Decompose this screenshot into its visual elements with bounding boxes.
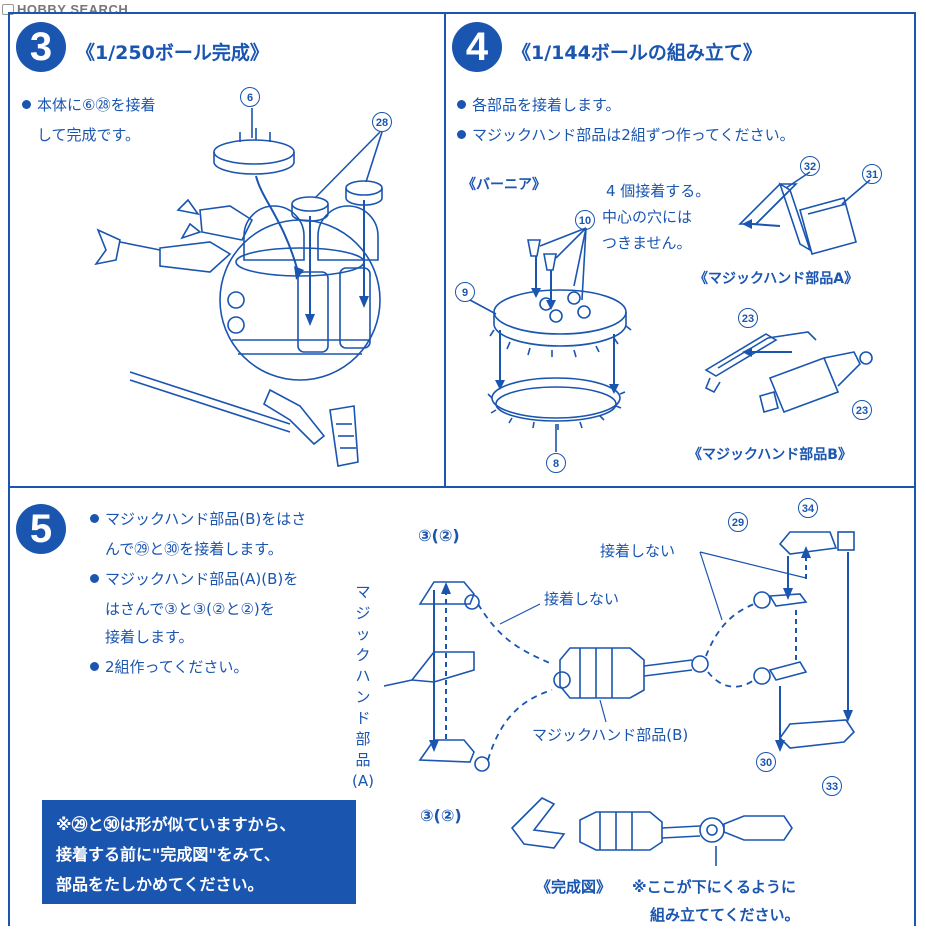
part-number-30: 30 (756, 752, 776, 772)
vernier-note-3: つきません。 (602, 234, 692, 252)
step4-bullet-1: 各部品を接着します。 (457, 94, 621, 116)
part-number-23-bottom: 23 (852, 400, 872, 420)
part-number-32: 32 (800, 156, 820, 176)
bullet-icon (457, 130, 466, 139)
vernier-note-1: 4 個接着する。 (606, 182, 711, 200)
magic-hand-b-center-label: マジックハンド部品(B) (532, 726, 689, 744)
part-3-2-top: ③(②) (418, 526, 460, 545)
step5-panel (8, 486, 916, 926)
step5-bullet-2-cont2: 接着します。 (105, 628, 194, 646)
bullet-icon (90, 662, 99, 671)
step5-bullet-3: 2組作ってください。 (90, 656, 248, 678)
step4-title: 《1/144ボールの組み立て》 (512, 42, 762, 64)
step3-instruction-cont: して完成です。 (37, 126, 141, 144)
bullet-icon (457, 100, 466, 109)
step5-bullet-1: マジックハンド部品(B)をはさ (90, 508, 306, 530)
part-number-23-top: 23 (738, 308, 758, 328)
bullet-icon (90, 514, 99, 523)
vernier-label: 《バーニア》 (462, 177, 546, 193)
part-number-31: 31 (862, 164, 882, 184)
part-number-8: 8 (546, 453, 566, 473)
complete-figure-label: 《完成図》 (536, 878, 612, 896)
warning-line-3: 部品をたしかめてください。 (56, 875, 264, 894)
no-glue-label-left: 接着しない (544, 590, 620, 608)
step3-instruction: 本体に⑥㉘を接着 (22, 94, 155, 116)
step3-title: 《1/250ボール完成》 (76, 42, 269, 64)
orientation-note-1: ※ここが下にくるように (632, 878, 796, 896)
step5-bullet-2-cont: はさんで③と③(②と②)を (105, 600, 275, 618)
part-number-29: 29 (728, 512, 748, 532)
step4-bullet-2: マジックハンド部品は2組ずつ作ってください。 (457, 124, 795, 146)
warning-note-box: ※㉙と㉚は形が似ていますから、 接着する前に"完成図"をみて、 部品をたしかめて… (42, 800, 356, 904)
bullet-icon (90, 574, 99, 583)
magic-hand-b-label: 《マジックハンド部品B》 (688, 447, 852, 463)
part-number-6: 6 (240, 87, 260, 107)
orientation-note-2: 組み立ててください。 (650, 906, 800, 924)
part-3-2-bottom: ③(②) (420, 806, 462, 825)
step5-bullet-2: マジックハンド部品(A)(B)を (90, 568, 298, 590)
no-glue-label-right: 接着しない (600, 542, 676, 560)
step3-number: 3 (16, 22, 66, 72)
warning-line-2: 接着する前に"完成図"をみて、 (56, 845, 280, 864)
step4-number: 4 (452, 22, 502, 72)
magic-hand-a-label: 《マジックハンド部品A》 (694, 271, 859, 287)
part-number-28: 28 (372, 112, 392, 132)
part-number-9: 9 (455, 282, 475, 302)
step5-number: 5 (16, 504, 66, 554)
part-number-33: 33 (822, 776, 842, 796)
bullet-icon (22, 100, 31, 109)
vertical-magic-hand-a-label: マジックハンド部品(A) (352, 583, 374, 790)
step5-bullet-1-cont: んで㉙と㉚を接着します。 (105, 540, 283, 558)
part-number-34: 34 (798, 498, 818, 518)
vernier-note-2: 中心の穴には (602, 208, 693, 226)
warning-line-1: ※㉙と㉚は形が似ていますから、 (56, 815, 296, 834)
